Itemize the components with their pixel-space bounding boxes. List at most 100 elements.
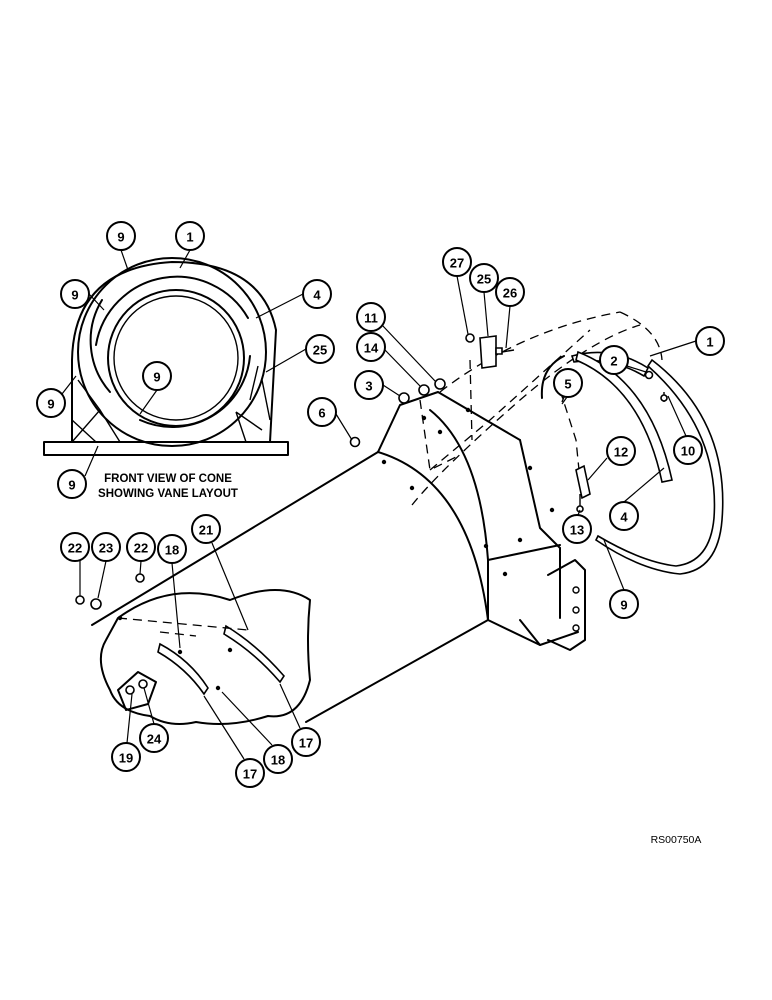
callout-circle (142, 361, 172, 391)
callout-circle (562, 514, 592, 544)
callout-label: 27 (450, 256, 464, 271)
callout-c-25: 25 (469, 263, 499, 293)
callout-c-18-bottom: 18 (263, 744, 293, 774)
callout-c-10: 10 (673, 435, 703, 465)
callout-c-19: 19 (111, 742, 141, 772)
callout-circle (191, 514, 221, 544)
callout-circle (354, 370, 384, 400)
callout-label: 9 (620, 598, 627, 613)
callout-label: 17 (299, 736, 313, 751)
callout-c-18-top: 18 (157, 534, 187, 564)
callout-label: 13 (570, 523, 584, 538)
callout-circle (106, 221, 136, 251)
callout-c-13: 13 (562, 514, 592, 544)
callout-c-3: 3 (354, 370, 384, 400)
callout-label: 1 (706, 335, 713, 350)
callout-c-5: 5 (553, 368, 583, 398)
callout-c-1-inset: 1 (175, 221, 205, 251)
callout-label: 24 (147, 732, 162, 747)
callout-label: 9 (153, 370, 160, 385)
callout-circle (36, 388, 66, 418)
callout-c-17-right: 17 (291, 727, 321, 757)
callout-circle (469, 263, 499, 293)
callout-c-9: 9 (609, 589, 639, 619)
cutaway-view (75, 573, 311, 725)
drawing-code: RS00750A (651, 834, 702, 846)
callout-label: 1 (186, 230, 193, 245)
callout-label: 6 (318, 406, 325, 421)
callout-label: 3 (365, 379, 372, 394)
vane-part-17-b (223, 624, 286, 684)
callout-circle (307, 397, 337, 427)
callout-label: 4 (620, 510, 628, 525)
callout-c-24: 24 (139, 723, 169, 753)
callout-circle (126, 532, 156, 562)
callout-circle (302, 279, 332, 309)
callout-label: 21 (199, 523, 213, 538)
callout-circle (263, 744, 293, 774)
callout-c-9-base: 9 (57, 469, 87, 499)
callout-circle (609, 501, 639, 531)
callout-circle (356, 332, 386, 362)
callout-c-22-right: 22 (126, 532, 156, 562)
callout-circle (606, 436, 636, 466)
callout-label: 22 (68, 541, 82, 556)
callout-label: 4 (313, 288, 321, 303)
callout-label: 25 (313, 343, 327, 358)
callout-circle (599, 345, 629, 375)
callout-c-12: 12 (606, 436, 636, 466)
callout-c-23: 23 (91, 532, 121, 562)
callout-label: 10 (681, 444, 695, 459)
callout-circle (57, 469, 87, 499)
callout-c-25-inset: 25 (305, 334, 335, 364)
callout-c-1: 1 (695, 326, 725, 356)
callout-c-4-inset: 4 (302, 279, 332, 309)
callout-circle (673, 435, 703, 465)
callout-c-9-top: 9 (106, 221, 136, 251)
callout-label: 11 (364, 311, 378, 326)
vane-part-5 (540, 355, 565, 399)
callout-c-6: 6 (307, 397, 337, 427)
callout-circle (291, 727, 321, 757)
main-leader-lines (335, 275, 697, 591)
callout-label: 9 (117, 230, 124, 245)
callout-c-22-left: 22 (60, 532, 90, 562)
callout-circle (305, 334, 335, 364)
callout-c-21: 21 (191, 514, 221, 544)
callout-circle (91, 532, 121, 562)
callout-c-9-inner: 9 (142, 361, 172, 391)
callout-circle (495, 277, 525, 307)
callout-label: 9 (68, 478, 75, 493)
callout-label: 25 (477, 272, 491, 287)
callout-label: 5 (564, 377, 571, 392)
callout-circle (60, 279, 90, 309)
phantom-lines (411, 311, 663, 506)
vane-part-17-a (157, 642, 209, 696)
callout-label: 19 (119, 751, 133, 766)
callout-circle (235, 758, 265, 788)
callout-circle (553, 368, 583, 398)
callout-c-2: 2 (599, 345, 629, 375)
callout-c-9-leftlow: 9 (36, 388, 66, 418)
callout-circle (157, 534, 187, 564)
vane-part-9 (594, 358, 724, 575)
callout-c-14: 14 (356, 332, 386, 362)
cutaway-leader-lines (79, 542, 301, 760)
callout-c-11: 11 (356, 302, 386, 332)
callout-label: 2 (610, 354, 617, 369)
callout-label: 9 (71, 288, 78, 303)
callout-circle (695, 326, 725, 356)
hardware (349, 333, 668, 513)
callout-c-26: 26 (495, 277, 525, 307)
callout-label: 14 (364, 341, 379, 356)
callout-circle (111, 742, 141, 772)
callout-circle (139, 723, 169, 753)
callout-circle (609, 589, 639, 619)
callout-label: 18 (271, 753, 285, 768)
callout-c-9-left: 9 (60, 279, 90, 309)
callout-c-17-bottom: 17 (235, 758, 265, 788)
callout-c-27: 27 (442, 247, 472, 277)
callout-circle (175, 221, 205, 251)
callout-label: 23 (99, 541, 113, 556)
